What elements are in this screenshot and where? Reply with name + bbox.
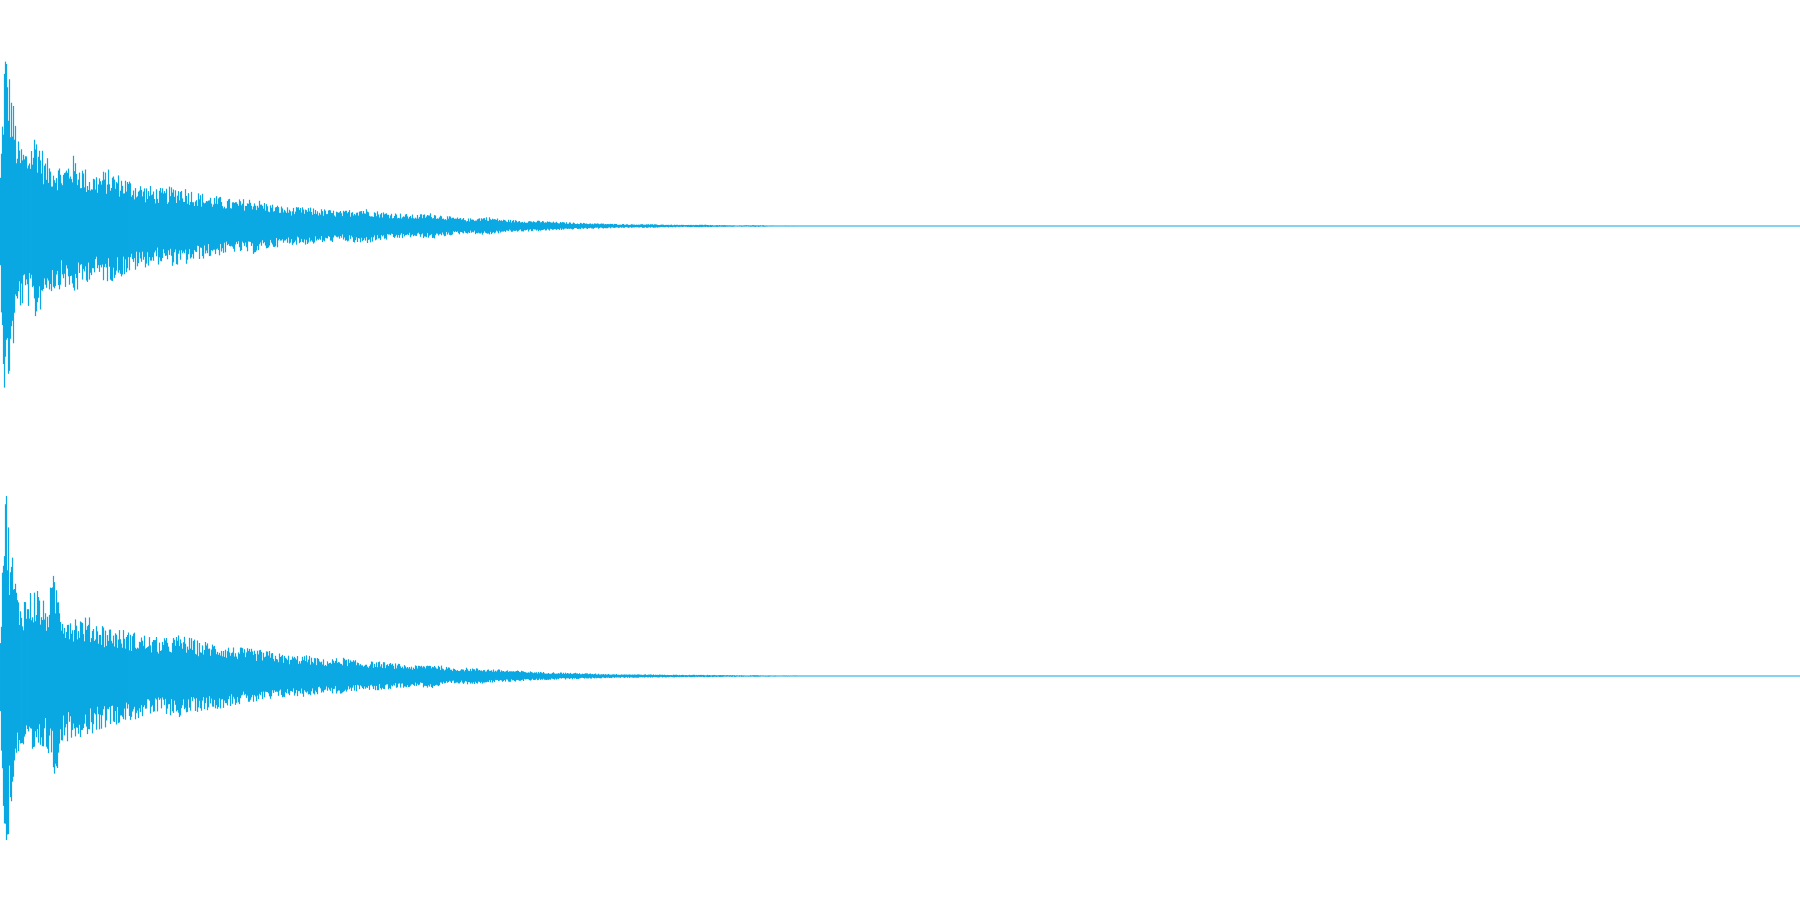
channel-1-waveform <box>0 61 1800 388</box>
channel-2-waveform <box>0 496 1800 840</box>
